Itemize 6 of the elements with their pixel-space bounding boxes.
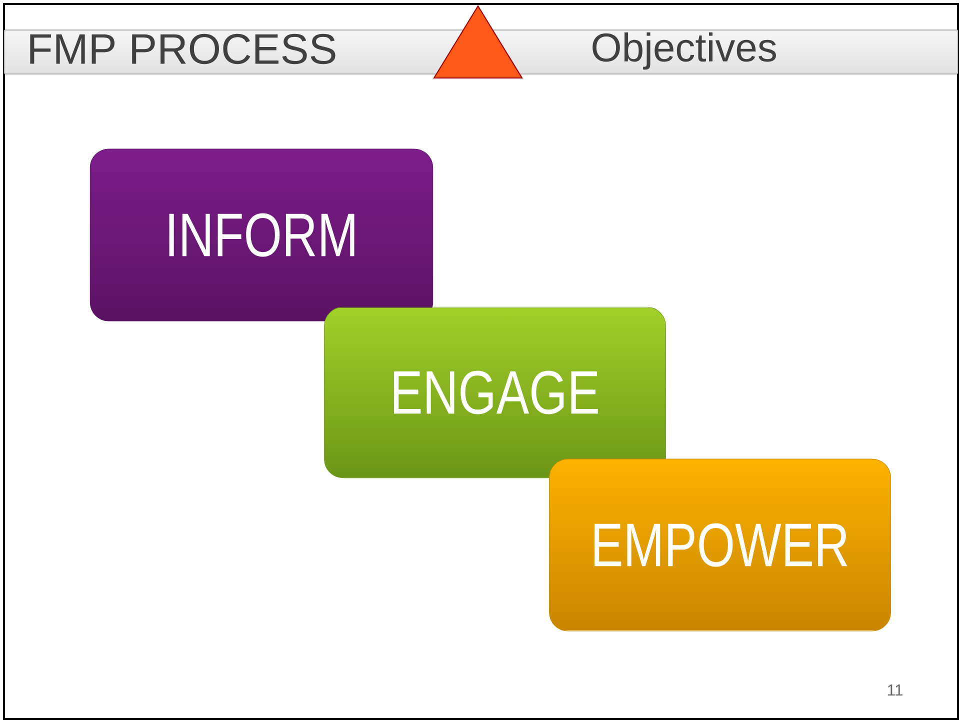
stage-box: EMPOWER (549, 458, 891, 632)
page-number: 11 (888, 684, 903, 696)
stage-box: ENGAGE (324, 306, 666, 478)
slide-title: FMP PROCESS (30, 34, 336, 64)
stage-box: INFORM (90, 148, 434, 322)
header-label: Objectives (592, 32, 776, 70)
